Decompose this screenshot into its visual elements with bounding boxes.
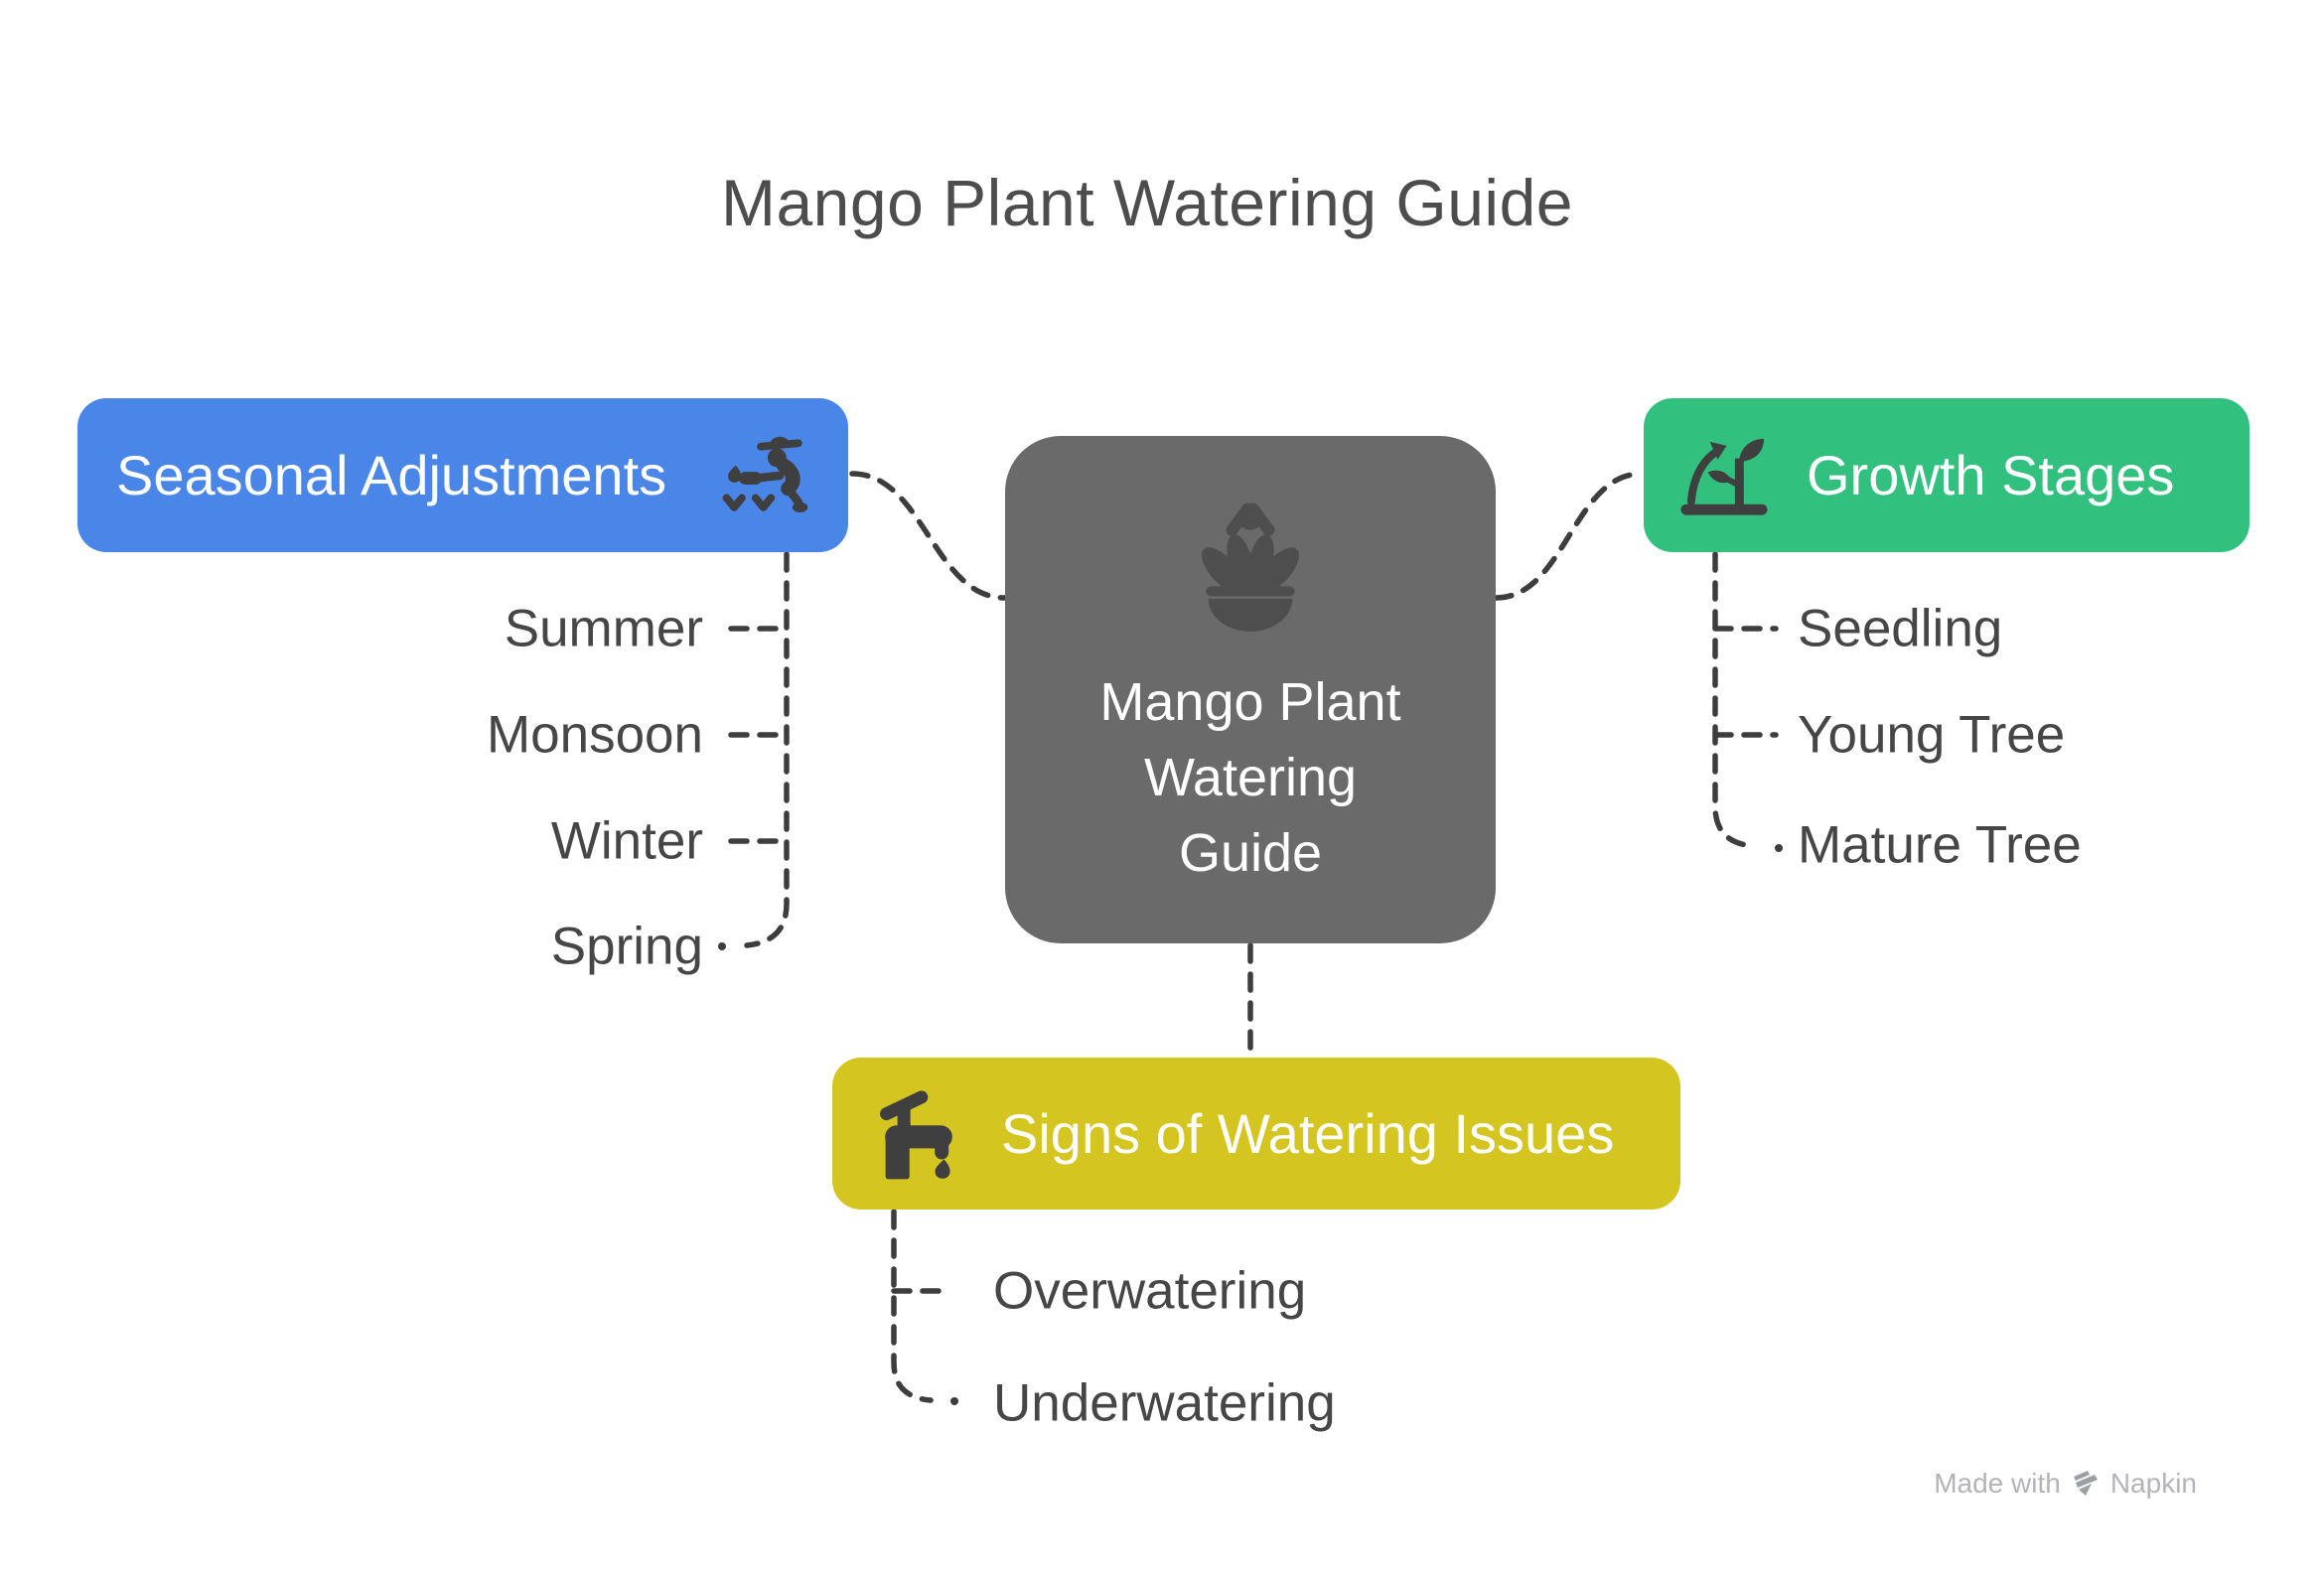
faucet-drop-icon	[868, 1083, 969, 1185]
central-node-line-2: Watering	[1143, 748, 1358, 807]
branch-watering-issues: Signs of Watering Issues	[832, 1058, 1680, 1210]
item-overwatering: Overwatering	[993, 1261, 1307, 1321]
sapling-growth-icon	[1677, 429, 1771, 522]
mango-plant-bowl-icon	[1176, 492, 1325, 643]
central-node-line-3: Guide	[1178, 823, 1323, 883]
item-mature-tree: Mature Tree	[1798, 815, 2082, 875]
item-spring: Spring	[550, 917, 703, 976]
central-node-label: Mango Plant Watering Guide	[1099, 664, 1400, 891]
central-node-line-1: Mango Plant	[1099, 672, 1401, 732]
item-monsoon: Monsoon	[486, 705, 703, 765]
page-title: Mango Plant Watering Guide	[720, 166, 1573, 239]
branch-growth-stages: Growth Stages	[1644, 398, 2250, 552]
branch-signs-label: Signs of Watering Issues	[1001, 1102, 1615, 1165]
item-underwatering: Underwatering	[993, 1373, 1336, 1433]
made-with-napkin-link[interactable]: Made with Napkin	[1934, 1468, 2197, 1500]
watermark-brand: Napkin	[2109, 1468, 2197, 1499]
central-node: Mango Plant Watering Guide	[1005, 436, 1496, 943]
item-summer: Summer	[504, 599, 703, 658]
gardener-watering-icon	[711, 420, 822, 531]
branch-seasonal-label: Seasonal Adjustments	[116, 444, 667, 506]
watermark-prefix: Made with	[1934, 1468, 2061, 1499]
item-winter: Winter	[550, 811, 703, 871]
napkin-logo-icon	[2071, 1470, 2101, 1498]
branch-growth-label: Growth Stages	[1807, 444, 2175, 506]
item-young-tree: Young Tree	[1798, 705, 2066, 765]
item-seedling: Seedling	[1798, 599, 2003, 658]
branch-seasonal-adjustments: Seasonal Adjustments	[77, 398, 848, 552]
